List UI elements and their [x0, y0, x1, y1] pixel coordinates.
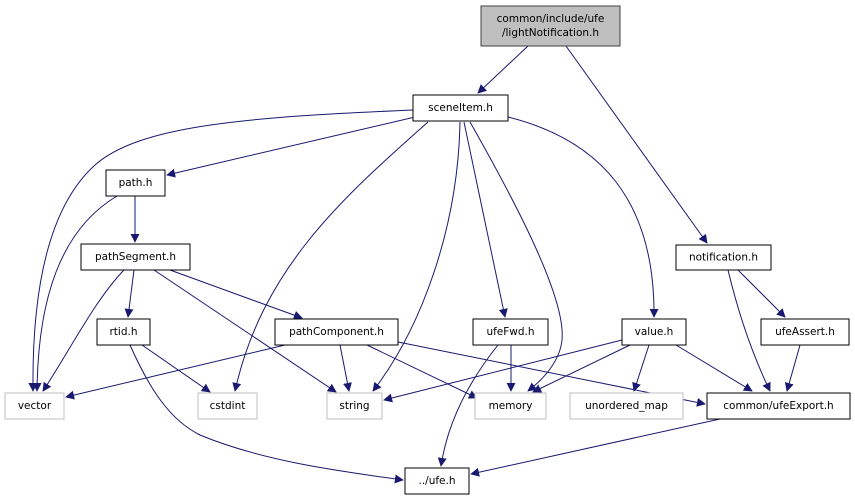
node-lightnotification-h[interactable]: common/include/ufe /lightNotification.h — [480, 5, 621, 47]
edge-sceneItem-to-cstdint — [232, 121, 429, 392]
edge-sceneItem-to-path — [166, 116, 416, 178]
edges — [28, 45, 801, 484]
node-label: /lightNotification.h — [502, 27, 599, 39]
node-label: common/ufeExport.h — [723, 400, 833, 412]
edge-value-to-ufeExport — [675, 344, 753, 392]
node-memory: memory — [474, 392, 547, 420]
node-unordered-map: unordered_map — [569, 392, 684, 420]
edge-sceneItem-to-string — [372, 121, 461, 392]
node-label: cstdint — [210, 400, 246, 412]
node-ufeassert-h[interactable]: ufeAssert.h — [760, 318, 850, 346]
node-vector: vector — [4, 392, 65, 420]
edge-path-to-vector — [32, 195, 118, 392]
node-path-h[interactable]: path.h — [105, 169, 166, 197]
node-label: common/include/ufe — [497, 13, 605, 25]
edge-notification-to-ufeExport — [727, 269, 771, 392]
node-value-h[interactable]: value.h — [621, 318, 687, 346]
node-label: notification.h — [689, 252, 758, 264]
node-pathcomponent-h[interactable]: pathComponent.h — [274, 318, 399, 346]
edge-pathComponent-to-vector — [65, 344, 286, 400]
edge-ufeAssert-to-ufeExport — [784, 344, 801, 392]
edge-ufeExport-to-ufe — [470, 418, 721, 477]
edge-sceneItem-to-memory — [469, 121, 563, 392]
edge-pathComponent-to-string — [339, 344, 352, 392]
node-label: ufeAssert.h — [775, 326, 835, 338]
edge-sceneItem-to-ufeFwd — [463, 121, 508, 318]
node-label: string — [339, 400, 369, 412]
node-label: unordered_map — [585, 400, 668, 412]
node-string: string — [326, 392, 383, 420]
node-label: memory — [489, 400, 533, 412]
edge-pathSegment-to-rtid — [124, 269, 135, 318]
edge-value-to-string — [383, 339, 623, 403]
edge-value-to-memory — [532, 344, 631, 393]
edge-rtid-to-ufe — [129, 344, 404, 484]
edge-rtid-to-cstdint — [141, 344, 211, 393]
node-sceneitem-h[interactable]: sceneItem.h — [412, 94, 509, 122]
edge-sceneItem-to-value — [507, 116, 659, 318]
edge-pathSegment-to-vector — [42, 269, 125, 392]
edge-pathSegment-to-string — [153, 269, 337, 393]
node-label: sceneItem.h — [428, 102, 493, 114]
edge-pathComponent-to-memory — [366, 344, 478, 399]
node-pathsegment-h[interactable]: pathSegment.h — [80, 243, 191, 271]
edge-root-to-notification — [565, 45, 708, 244]
node-notification-h[interactable]: notification.h — [675, 244, 772, 271]
node-ufefwd-h[interactable]: ufeFwd.h — [472, 318, 549, 346]
edge-value-to-unordered_map — [632, 344, 650, 392]
edge-ufeFwd-to-ufe — [437, 344, 499, 467]
node-ufeexport-h[interactable]: common/ufeExport.h — [706, 392, 851, 420]
node-label: value.h — [635, 326, 674, 338]
node-rtid-h[interactable]: rtid.h — [96, 318, 151, 346]
edge-pathSegment-to-pathComponent — [169, 269, 303, 320]
node-ufe-h[interactable]: ../ufe.h — [404, 467, 470, 495]
node-label: ufeFwd.h — [486, 326, 534, 338]
edge-root-to-sceneItem — [477, 45, 529, 94]
node-label: path.h — [119, 177, 153, 189]
node-label: vector — [18, 400, 52, 412]
node-label: rtid.h — [109, 326, 137, 338]
edge-sceneItem-to-vector — [28, 109, 414, 392]
node-label: pathComponent.h — [289, 326, 384, 338]
node-label: ../ufe.h — [418, 475, 455, 487]
edge-notification-to-ufeAssert — [737, 269, 786, 318]
node-cstdint: cstdint — [197, 392, 258, 420]
node-label: pathSegment.h — [95, 251, 176, 263]
